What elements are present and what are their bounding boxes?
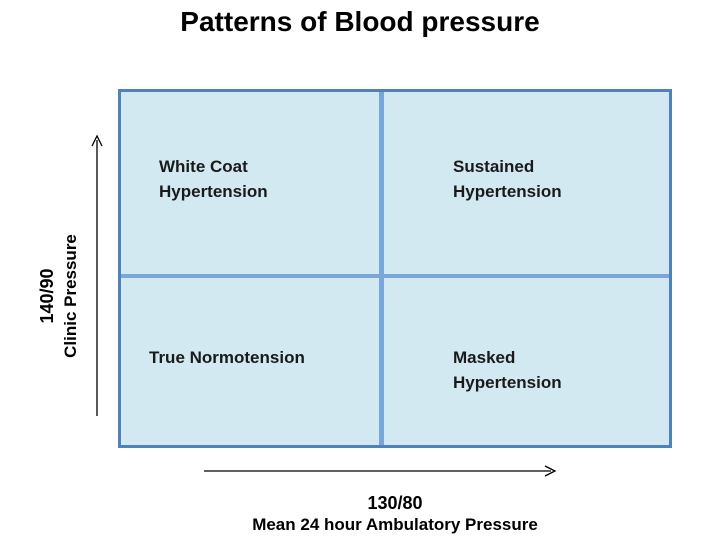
quadrant-white-coat-hypertension: White Coat Hypertension — [159, 154, 268, 204]
quadrant-sustained-hypertension: Sustained Hypertension — [453, 154, 562, 204]
x-axis-label: 130/80 Mean 24 hour Ambulatory Pressure — [0, 492, 720, 536]
y-axis-name: Clinic Pressure — [61, 234, 80, 358]
quadrant-label-line: Sustained — [453, 157, 535, 176]
quadrant-label-line: Hypertension — [453, 182, 562, 201]
quadrant-label-line: True Normotension — [149, 348, 305, 367]
y-axis-label: 140/90 Clinic Pressure — [35, 234, 83, 358]
quadrant-label-line: Masked — [453, 348, 516, 367]
quadrant-masked-hypertension: Masked Hypertension — [453, 345, 562, 395]
vertical-divider — [379, 92, 384, 445]
horizontal-divider — [121, 274, 669, 278]
y-axis-arrow — [91, 134, 103, 416]
x-axis-threshold: 130/80 — [367, 493, 423, 513]
quadrant-label-line: Hypertension — [159, 182, 268, 201]
x-axis-name: Mean 24 hour Ambulatory Pressure — [252, 515, 538, 534]
quadrant-grid: White Coat Hypertension Sustained Hypert… — [118, 89, 672, 448]
quadrant-label-line: Hypertension — [453, 373, 562, 392]
x-axis-arrow — [204, 465, 557, 477]
quadrant-true-normotension: True Normotension — [149, 345, 305, 370]
y-axis-threshold: 140/90 — [37, 268, 57, 324]
quadrant-label-line: White Coat — [159, 157, 248, 176]
diagram-title: Patterns of Blood pressure — [180, 6, 540, 37]
